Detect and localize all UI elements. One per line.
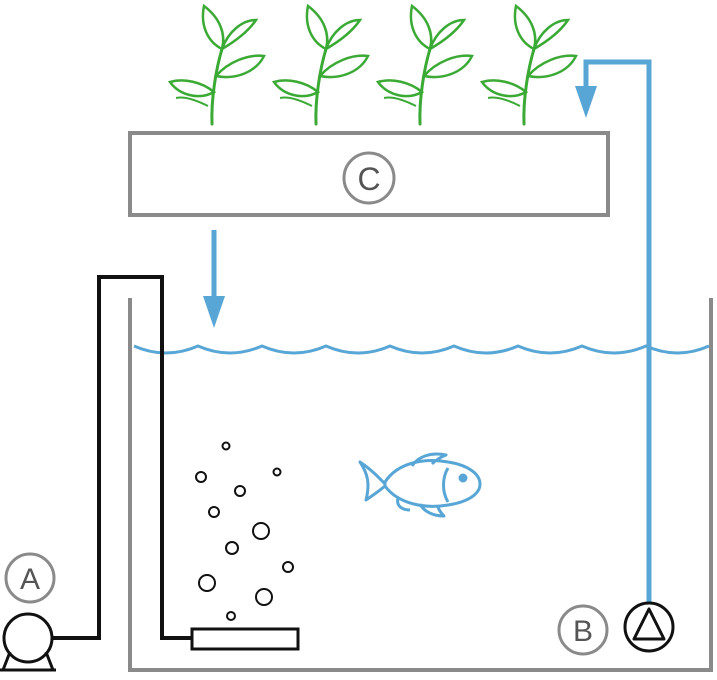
water-surface <box>133 344 710 355</box>
bubble-icon <box>255 588 273 606</box>
label-c: C <box>357 161 380 197</box>
bubbles-group <box>195 441 294 621</box>
return-arrow <box>575 86 597 118</box>
plant-icon <box>480 4 578 126</box>
label-ring <box>557 604 609 656</box>
plant-icon <box>168 4 266 126</box>
bubble-icon <box>226 611 236 621</box>
water-pump-icon <box>623 601 675 653</box>
bubble-icon <box>195 471 207 483</box>
label-a: A <box>20 563 40 596</box>
bubble-icon <box>208 506 220 518</box>
bubble-icon <box>252 522 270 540</box>
return-pipe <box>575 59 652 605</box>
bubble-icon <box>282 561 294 573</box>
label-ring <box>342 151 396 205</box>
bubble-icon <box>225 541 239 555</box>
plant-icon <box>272 4 370 126</box>
label-b: B <box>573 615 593 648</box>
drain-arrow <box>203 230 225 328</box>
grow-bed <box>128 131 610 217</box>
air-pump-icon <box>0 612 56 672</box>
air-stone-icon <box>190 627 300 651</box>
bubble-icon <box>221 441 231 451</box>
air-pump-label: A <box>4 552 56 604</box>
bubble-icon <box>234 485 246 497</box>
plants-group <box>168 4 578 126</box>
air-line <box>52 275 192 640</box>
bubble-icon <box>198 574 216 592</box>
fish-tank <box>128 298 713 672</box>
bubble-icon <box>272 467 282 477</box>
water-pump-label: B <box>557 604 609 656</box>
plant-icon <box>376 4 474 126</box>
fish-icon <box>358 452 482 518</box>
grow-bed-label: C <box>342 151 396 205</box>
label-ring <box>4 552 56 604</box>
